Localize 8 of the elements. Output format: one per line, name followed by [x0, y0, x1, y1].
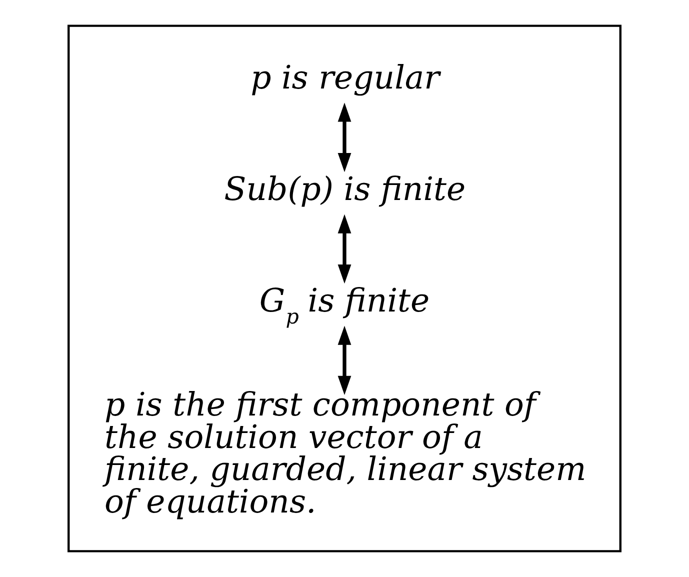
node-text: G$_{p}$ is finite: [259, 281, 430, 328]
arrow: [338, 102, 352, 172]
node-text: p is regular: [250, 58, 440, 96]
cluster: [68, 24, 622, 552]
arrow: [338, 214, 352, 284]
node-text: p is the first component of the solution vector of a finite, guarded, linear system of equations.: [104, 386, 586, 520]
node-text: Sub(p) is finite: [224, 170, 466, 208]
arrow: [338, 326, 352, 395]
